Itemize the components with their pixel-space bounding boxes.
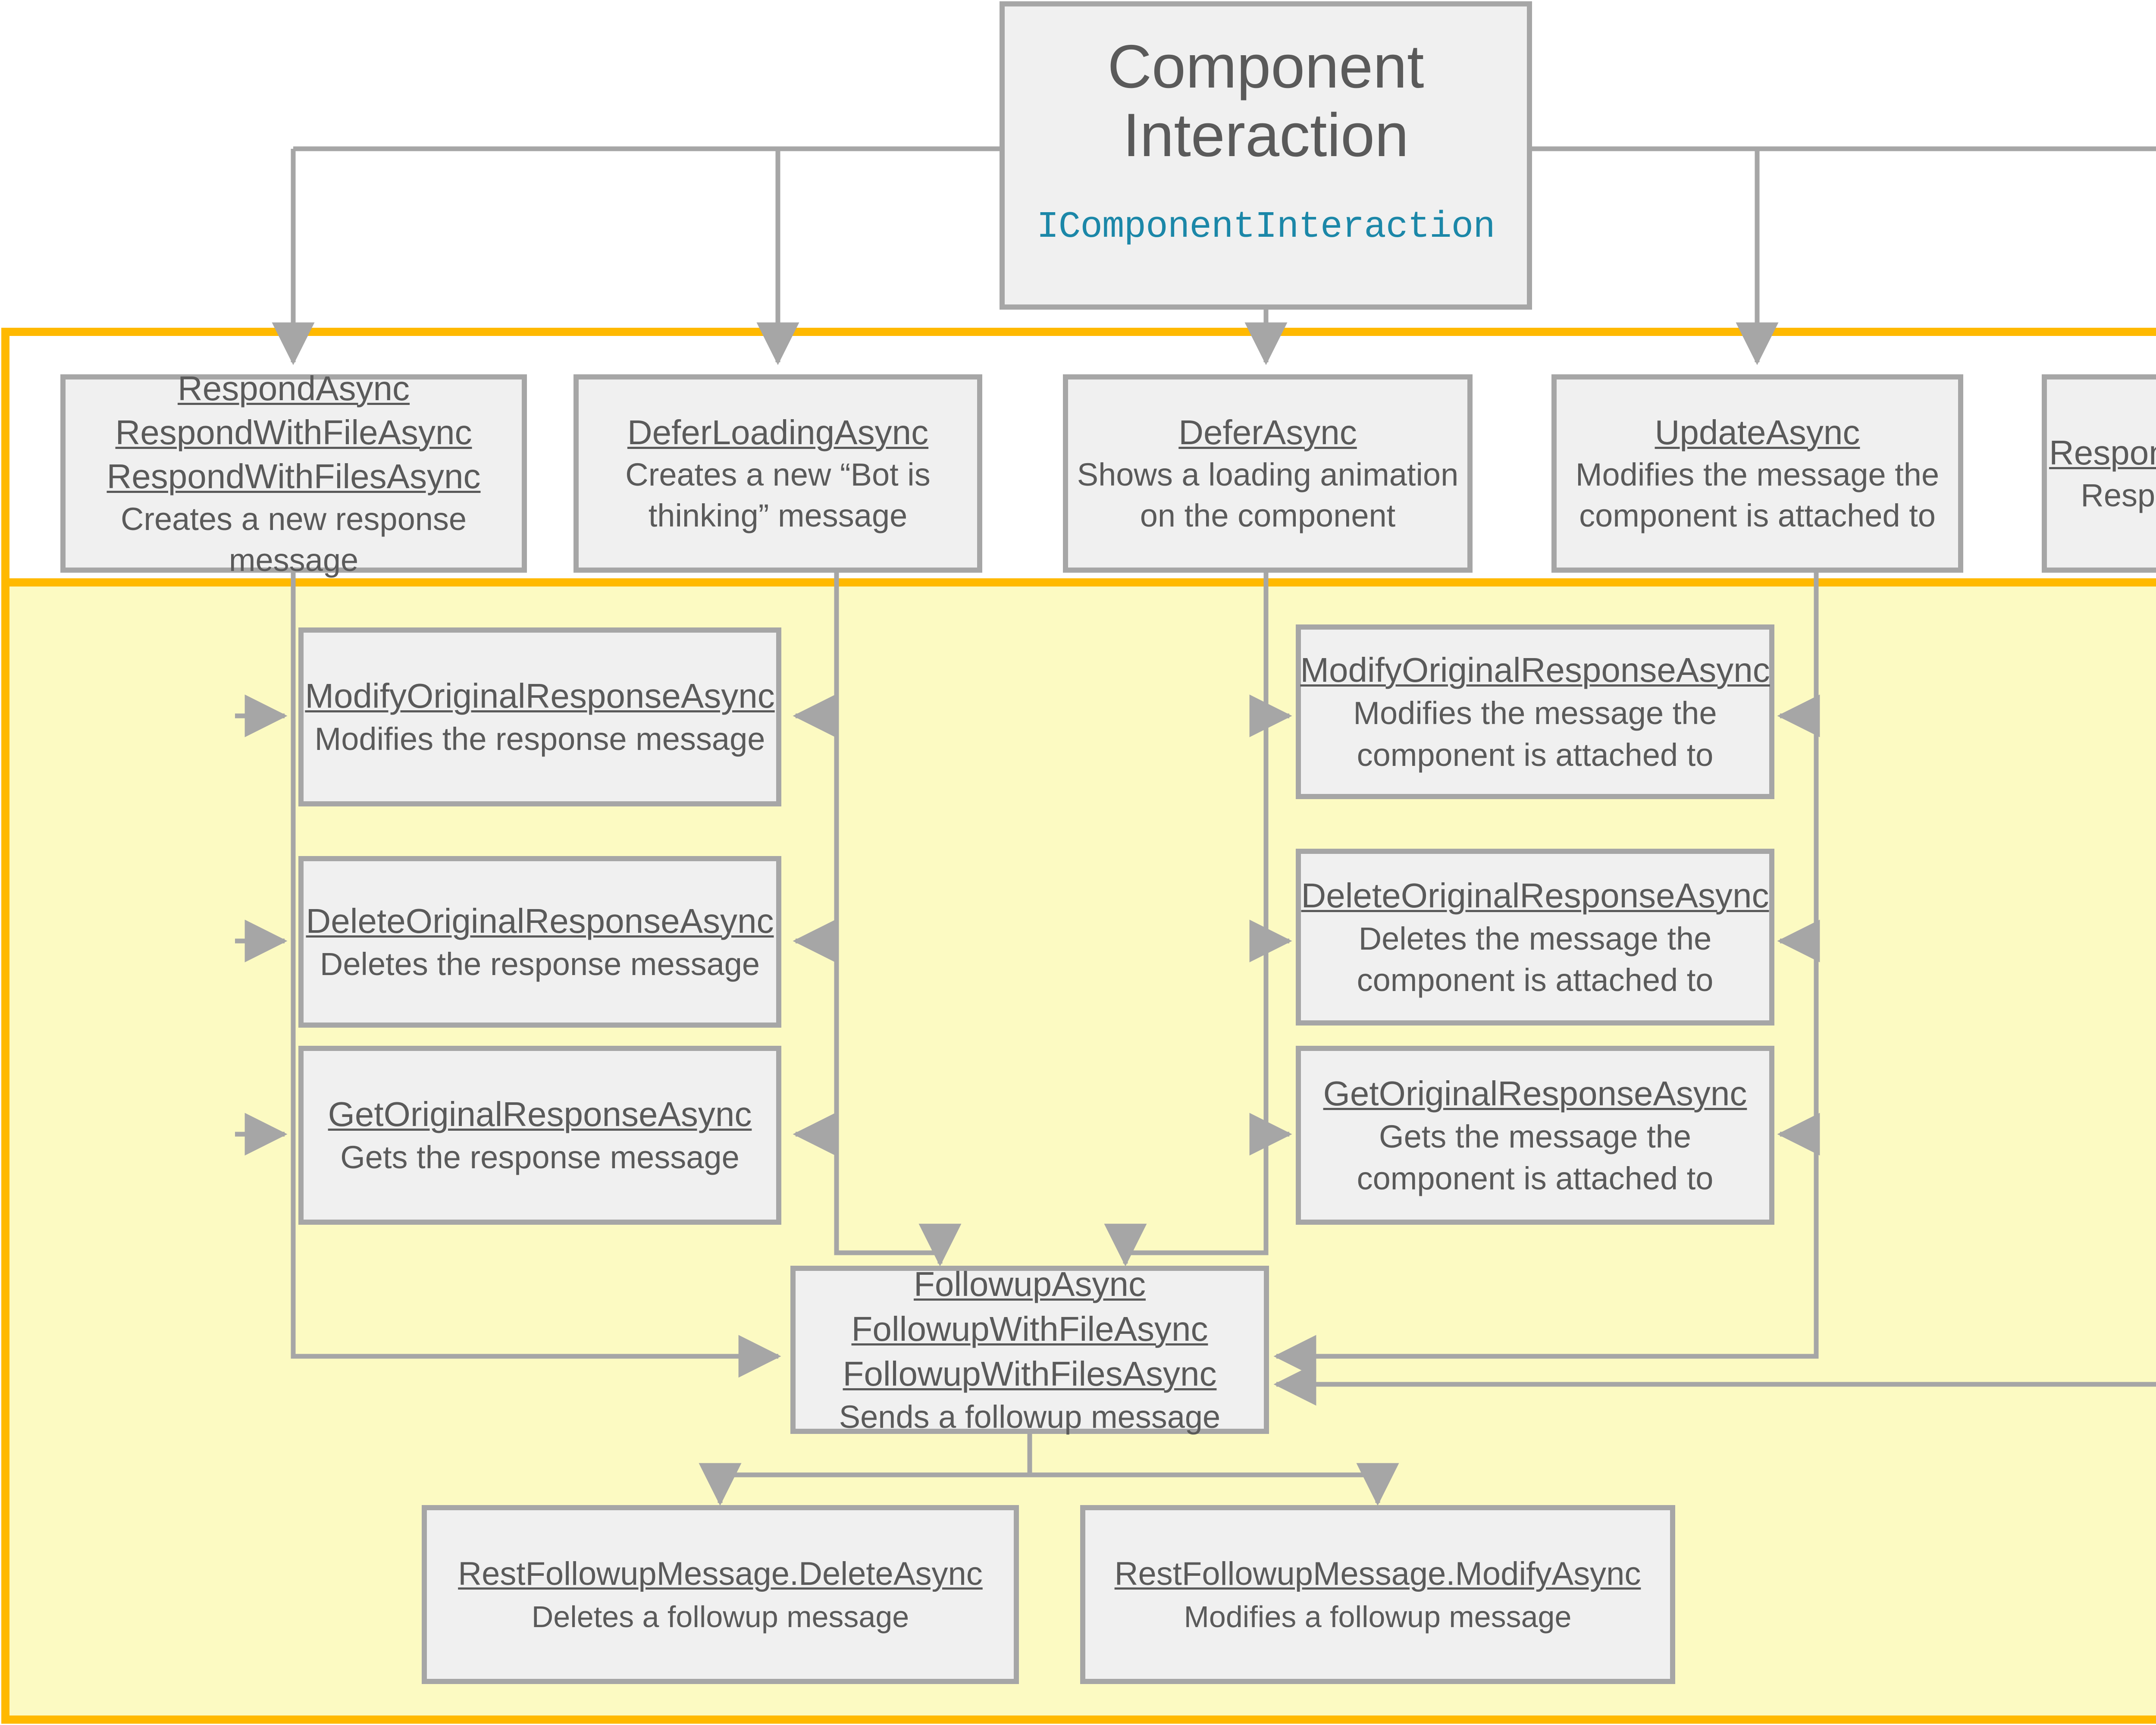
method-name: DeleteOriginalResponseAsync bbox=[306, 901, 774, 940]
node-update-async[interactable]: UpdateAsync Modifies the message the com… bbox=[1551, 374, 1963, 573]
method-description: Sends a followup message bbox=[839, 1399, 1221, 1435]
node-rest-followup-message-delete-async[interactable]: RestFollowupMessage.DeleteAsync Deletes … bbox=[422, 1505, 1019, 1684]
method-name: RespondWithFilesAsync bbox=[107, 457, 481, 496]
node-modify-original-response-async-middle[interactable]: ModifyOriginalResponseAsync Modifies the… bbox=[1296, 624, 1774, 799]
method-name: DeferLoadingAsync bbox=[627, 413, 929, 452]
method-name: RespondWithModalAsync bbox=[2049, 433, 2156, 472]
method-description: Deletes a followup message bbox=[531, 1600, 909, 1634]
node-delete-original-response-async-middle[interactable]: DeleteOriginalResponseAsync Deletes the … bbox=[1296, 849, 1774, 1026]
method-name: RespondWithFileAsync bbox=[115, 413, 472, 452]
method-name: GetOriginalResponseAsync bbox=[328, 1095, 752, 1134]
method-description: on the component bbox=[1140, 498, 1396, 534]
root-title-line1: Component bbox=[1107, 32, 1424, 101]
method-description: thinking” message bbox=[648, 498, 908, 534]
node-rest-followup-message-modify-async[interactable]: RestFollowupMessage.ModifyAsync Modifies… bbox=[1080, 1505, 1675, 1684]
node-defer-loading-async[interactable]: DeferLoadingAsync Creates a new “Bot is … bbox=[573, 374, 982, 573]
method-description: Deletes the response message bbox=[320, 946, 760, 982]
method-description: Modifies the response message bbox=[314, 721, 765, 757]
node-component-interaction[interactable]: Component Interaction IComponentInteract… bbox=[1000, 1, 1532, 310]
root-interface-name: IComponentInteraction bbox=[1037, 206, 1495, 248]
band-initial-response-methods bbox=[1, 328, 2156, 586]
method-description: component is attached to bbox=[1579, 498, 1936, 534]
method-description: component is attached to bbox=[1357, 962, 1714, 998]
node-respond-async[interactable]: RespondAsync RespondWithFileAsync Respon… bbox=[60, 369, 527, 578]
method-name: DeleteOriginalResponseAsync bbox=[1301, 876, 1769, 915]
method-name: GetOriginalResponseAsync bbox=[1323, 1074, 1747, 1113]
node-get-original-response-async-middle[interactable]: GetOriginalResponseAsync Gets the messag… bbox=[1296, 1046, 1774, 1225]
root-title-line2: Interaction bbox=[1122, 101, 1409, 170]
method-name: RestFollowupMessage.ModifyAsync bbox=[1114, 1555, 1641, 1592]
method-name: UpdateAsync bbox=[1655, 413, 1860, 452]
method-name: FollowupWithFilesAsync bbox=[843, 1354, 1217, 1393]
method-description: Shows a loading animation bbox=[1077, 457, 1459, 493]
method-description: Gets the message the bbox=[1379, 1119, 1691, 1155]
node-delete-original-response-async-left[interactable]: DeleteOriginalResponseAsync Deletes the … bbox=[298, 856, 781, 1028]
method-description: Deletes the message the bbox=[1358, 920, 1712, 957]
method-description: Modifies the message the bbox=[1575, 457, 1940, 493]
method-name: DeferAsync bbox=[1178, 413, 1357, 452]
node-respond-with-modal-async[interactable]: RespondWithModalAsync Responds with a mo… bbox=[2042, 374, 2156, 573]
method-description: Modifies a followup message bbox=[1184, 1600, 1572, 1634]
method-description: Creates a new response message bbox=[120, 501, 467, 578]
method-name: ModifyOriginalResponseAsync bbox=[1300, 651, 1770, 690]
method-description: Creates a new “Bot is bbox=[625, 457, 931, 493]
method-name: RestFollowupMessage.DeleteAsync bbox=[458, 1555, 983, 1592]
node-followup-async[interactable]: FollowupAsync FollowupWithFileAsync Foll… bbox=[790, 1265, 1269, 1435]
method-name: RespondAsync bbox=[177, 369, 410, 408]
method-name: ModifyOriginalResponseAsync bbox=[305, 677, 775, 715]
method-description: Gets the response message bbox=[340, 1139, 740, 1176]
method-name: FollowupAsync bbox=[913, 1264, 1146, 1303]
node-get-original-response-async-left[interactable]: GetOriginalResponseAsync Gets the respon… bbox=[298, 1046, 781, 1225]
node-defer-async[interactable]: DeferAsync Shows a loading animation on … bbox=[1063, 374, 1473, 573]
method-description: Responds with a modal bbox=[2081, 477, 2156, 513]
method-name: FollowupWithFileAsync bbox=[851, 1309, 1208, 1348]
method-description: component is attached to bbox=[1357, 737, 1714, 773]
method-description: component is attached to bbox=[1357, 1160, 1714, 1196]
method-description: Modifies the message the bbox=[1353, 695, 1717, 731]
node-modify-original-response-async-left[interactable]: ModifyOriginalResponseAsync Modifies the… bbox=[298, 627, 781, 806]
